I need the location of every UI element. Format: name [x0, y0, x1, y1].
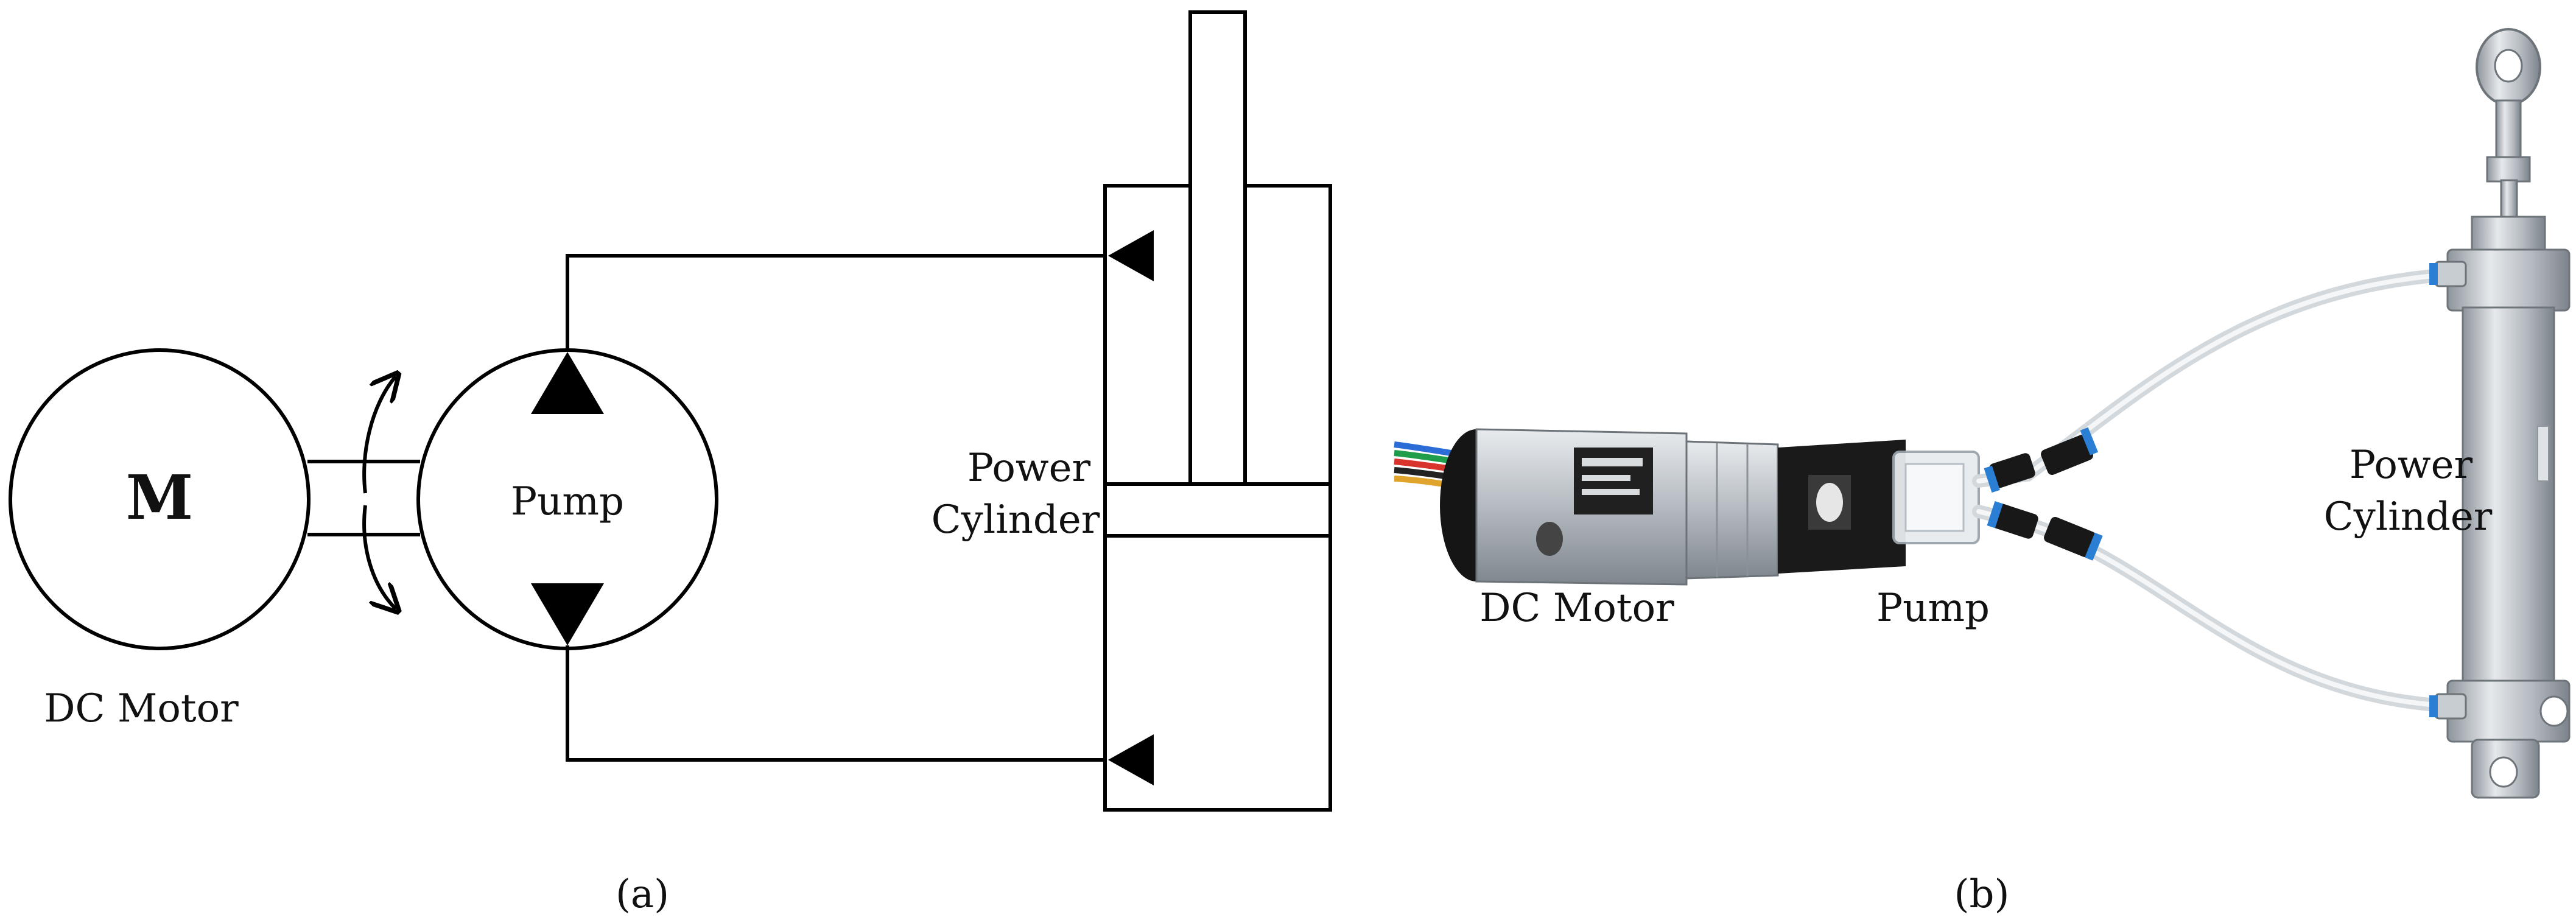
caption-b: (b)	[1954, 872, 2010, 917]
photo-cylinder-label-line2: Cylinder	[2324, 494, 2493, 539]
cylinder-port-top-triangle	[1108, 230, 1154, 281]
pump-label: Pump	[511, 479, 624, 524]
photo-cylinder-label-line1: Power	[2350, 443, 2473, 488]
rotation-arrow-down	[362, 505, 396, 609]
pump-fittings	[1984, 427, 2103, 561]
panel-a-schematic: M DC Motor Pump Power Cylinder (a)	[9, 10, 1332, 917]
rotation-arrow-up	[362, 376, 396, 494]
pump-port-down-triangle	[531, 583, 604, 645]
panel-b-photo: DC Motor Pump	[1394, 28, 2571, 917]
cylinder-top-nut	[2471, 216, 2546, 255]
pump-port-up-triangle	[531, 352, 604, 414]
hydraulic-line-top	[566, 254, 1105, 352]
piston-head	[1103, 482, 1332, 538]
motor-circle	[9, 348, 311, 650]
photo-pump-label: Pump	[1876, 586, 1990, 631]
motor-gearbox	[1685, 440, 1779, 580]
cylinder-port-bottom-triangle	[1108, 734, 1154, 785]
photo-motor-label: DC Motor	[1479, 586, 1674, 631]
piston-rod	[1188, 10, 1247, 486]
motor-label: DC Motor	[44, 686, 239, 731]
hydraulic-line-bottom	[566, 645, 1105, 762]
cylinder-rod-eye	[2476, 28, 2541, 218]
motor-symbol: M	[126, 462, 194, 533]
caption-a: (a)	[616, 872, 669, 917]
cylinder-barrel	[2462, 306, 2555, 686]
cylinder-fittings	[2429, 261, 2467, 720]
cylinder-label-line2: Cylinder	[932, 497, 1100, 543]
cylinder-label-line1: Power	[967, 446, 1091, 491]
